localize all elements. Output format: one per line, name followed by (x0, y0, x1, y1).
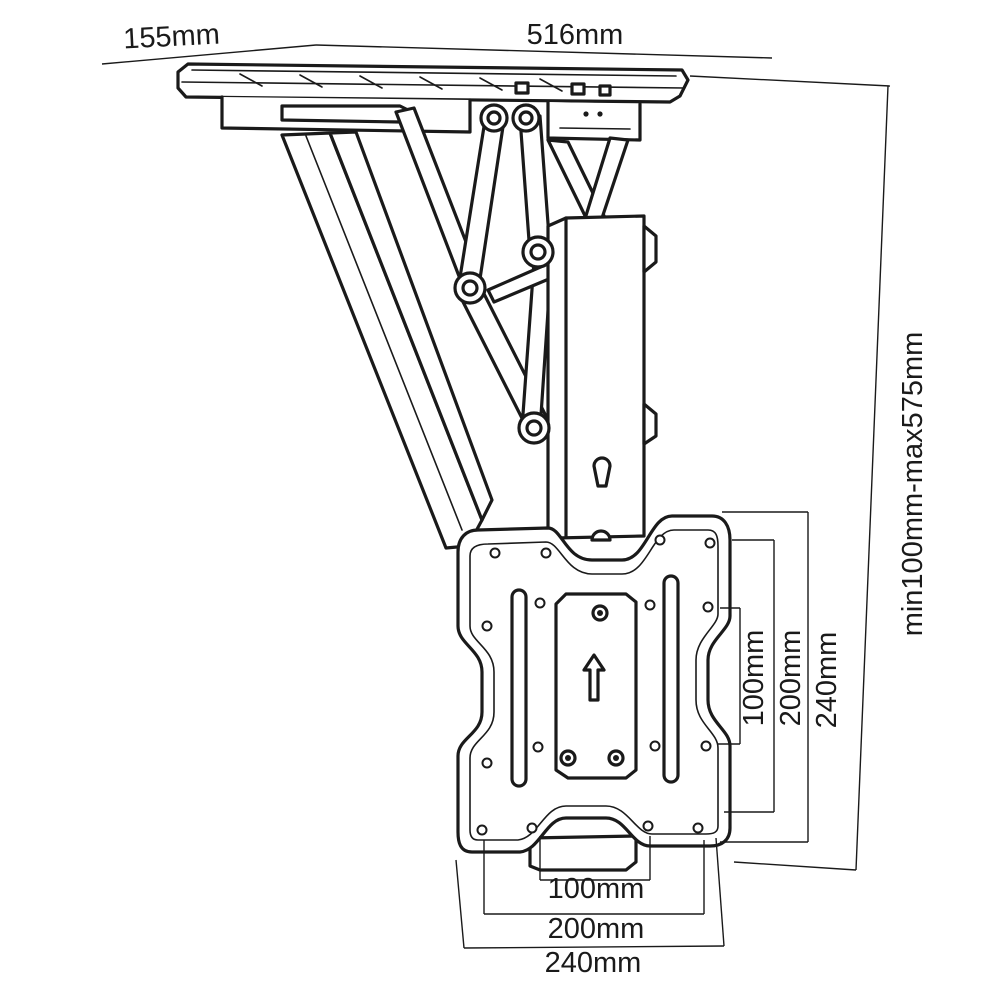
label-drop-range: min100mm-max575mm (897, 332, 929, 637)
pivot-joint (453, 271, 487, 305)
pivot-joint (517, 411, 551, 445)
label-vesa-width-200: 200mm (548, 913, 645, 945)
label-plate-width: 516mm (527, 19, 624, 51)
label-vesa-height-200: 200mm (775, 630, 807, 727)
pivot-joint (521, 235, 555, 269)
ceiling-plate (176, 62, 690, 142)
dimension-lines (101, 44, 891, 949)
label-vesa-width-240: 240mm (545, 947, 642, 979)
pivot-joint (479, 103, 509, 133)
label-vesa-height-100: 100mm (738, 630, 770, 727)
label-vesa-width-100: 100mm (548, 873, 645, 905)
label-plate-depth: 155mm (122, 19, 220, 56)
label-vesa-height-240: 240mm (811, 632, 843, 729)
diagonal-support-arm (280, 130, 494, 550)
mounting-screws (559, 604, 625, 767)
vertical-column (546, 214, 658, 542)
pivot-joint (511, 103, 541, 133)
vesa-plate (456, 514, 732, 872)
pivot-joints (453, 103, 555, 445)
vesa-holes (476, 534, 716, 836)
